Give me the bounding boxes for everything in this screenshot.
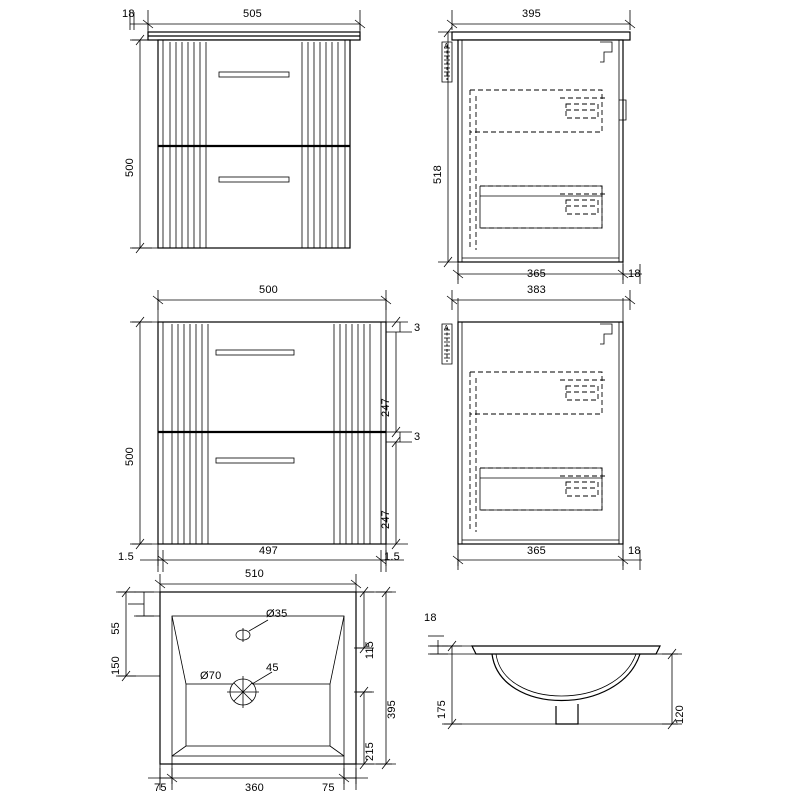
dim-365-upper: 365 <box>527 268 546 280</box>
dim-505: 505 <box>243 8 262 20</box>
dim-18-lower-right: 18 <box>628 545 641 557</box>
dim-18-upper-right: 18 <box>628 268 641 280</box>
dim-518: 518 <box>432 165 444 184</box>
svg-text:A: A <box>444 325 449 332</box>
view-basin-section <box>428 635 682 730</box>
dim-55: 55 <box>110 622 122 635</box>
dim-500-upper-left: 500 <box>124 158 136 177</box>
dim-75-left: 75 <box>154 782 167 794</box>
dim-1point5-left: 1.5 <box>118 551 134 563</box>
dim-115: 115 <box>364 641 376 660</box>
view-side-upper: A <box>438 10 642 284</box>
dim-500-lower-left: 500 <box>124 447 136 466</box>
dim-510: 510 <box>245 568 264 580</box>
dim-3-top: 3 <box>414 322 421 334</box>
dim-395: 395 <box>522 8 541 20</box>
dim-500-lower-top: 500 <box>259 284 278 296</box>
view-basin-plan <box>116 574 396 790</box>
dim-497: 497 <box>259 545 278 557</box>
dim-175: 175 <box>436 700 448 719</box>
dim-75-right: 75 <box>322 782 335 794</box>
dim-215: 215 <box>364 742 376 761</box>
dim-3-middle: 3 <box>414 431 421 443</box>
dim-45: 45 <box>266 662 279 674</box>
dim-diameter-70: Ø70 <box>200 670 222 682</box>
dim-360: 360 <box>245 782 264 794</box>
dim-diameter-35: Ø35 <box>266 608 288 620</box>
view-front-upper <box>129 10 366 254</box>
view-front-lower <box>130 290 412 572</box>
dim-395-basin: 395 <box>386 700 398 719</box>
svg-text:A: A <box>444 43 449 50</box>
dim-365-lower: 365 <box>527 545 546 557</box>
view-side-lower: A <box>441 290 642 570</box>
dim-150: 150 <box>110 656 122 675</box>
dim-383: 383 <box>527 284 546 296</box>
dim-247-upper: 247 <box>380 398 392 417</box>
dim-247-lower: 247 <box>380 510 392 529</box>
dim-1point5-right: 1.5 <box>384 551 400 563</box>
dim-18-basin: 18 <box>424 612 437 624</box>
dim-120: 120 <box>674 705 686 724</box>
dim-18-top-left: 18 <box>122 8 135 20</box>
